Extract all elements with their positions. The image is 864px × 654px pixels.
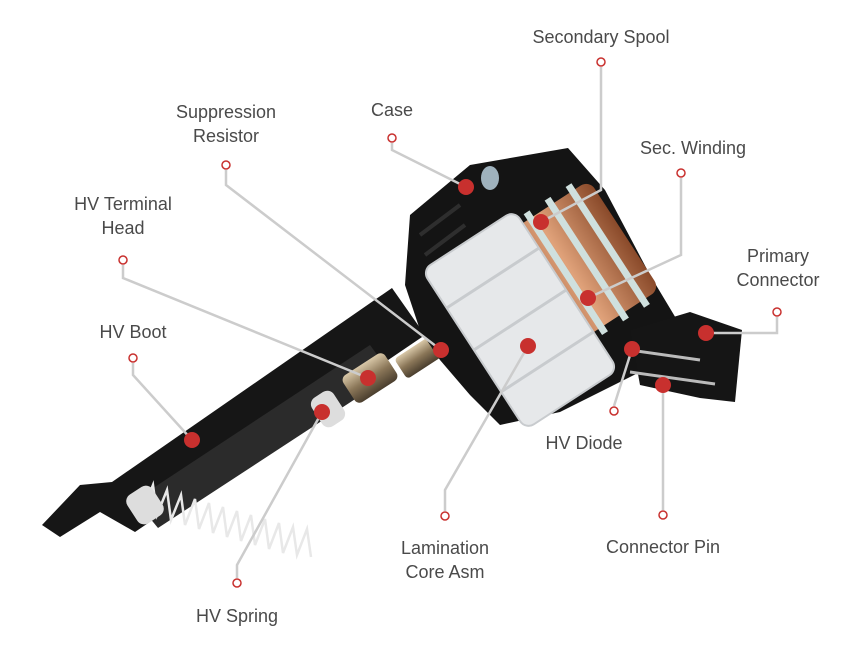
- label-text: Suppression: [175, 102, 277, 122]
- label-hv-spring: HV Spring: [196, 604, 278, 628]
- marker-hv-spring: [314, 404, 330, 420]
- label-connector-pin: Connector Pin: [606, 535, 720, 559]
- label-text: HV Diode: [545, 433, 623, 453]
- label-text: Core Asm: [405, 562, 485, 582]
- label-text: Secondary Spool: [532, 27, 670, 47]
- label-hv-boot: HV Boot: [99, 320, 166, 344]
- marker-case: [458, 179, 474, 195]
- label-text: Lamination: [400, 538, 490, 558]
- marker-primary-connector: [698, 325, 714, 341]
- hv-spring: [143, 480, 313, 560]
- label-text: HV Spring: [195, 606, 279, 626]
- label-hv-diode: HV Diode: [545, 431, 622, 455]
- label-text: HV Boot: [99, 322, 167, 342]
- marker-secondary-spool: [533, 214, 549, 230]
- marker-hv-diode: [624, 341, 640, 357]
- label-text: Resistor: [192, 126, 260, 146]
- marker-lamination-core: [520, 338, 536, 354]
- lamination-core: [424, 213, 616, 427]
- marker-connector-pin: [655, 377, 671, 393]
- marker-hv-terminal-head: [360, 370, 376, 386]
- label-text: Connector Pin: [605, 537, 721, 557]
- label-case: Case: [371, 98, 413, 122]
- label-text: Head: [101, 218, 145, 238]
- marker-hv-boot: [184, 432, 200, 448]
- label-text: Case: [370, 100, 414, 120]
- hv-boot-body: [42, 288, 425, 537]
- leader-lines: [121, 67, 779, 578]
- label-secondary-spool: Secondary Spool: [532, 25, 669, 49]
- leader-end-rings: [118, 57, 782, 588]
- label-sec-winding: Sec. Winding: [640, 136, 746, 160]
- label-text: Connector: [736, 270, 820, 290]
- marker-sec-winding: [580, 290, 596, 306]
- marker-suppression-resistor: [433, 342, 449, 358]
- label-text: Sec. Winding: [639, 138, 747, 158]
- label-text: Primary: [747, 246, 809, 266]
- label-text: HV Terminal: [74, 194, 172, 214]
